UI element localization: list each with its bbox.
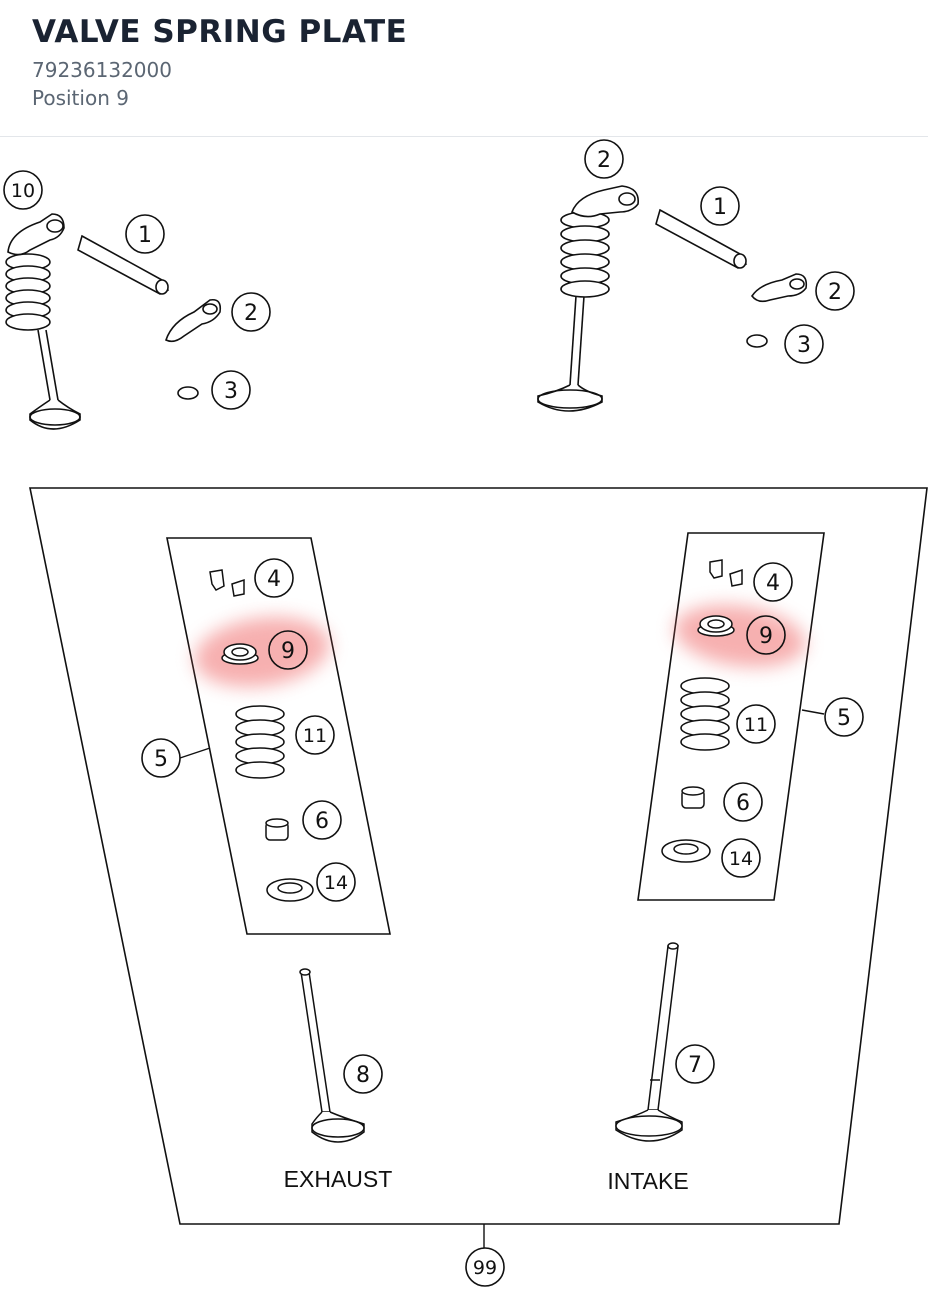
callout-9-left[interactable]: 9 — [268, 630, 308, 670]
callout-11-right[interactable]: 11 — [736, 704, 776, 744]
exhaust-valve — [299, 968, 365, 1143]
svg-text:1: 1 — [713, 195, 727, 220]
svg-text:8: 8 — [356, 1063, 370, 1088]
callout-1-left[interactable]: 1 — [125, 214, 165, 254]
svg-text:6: 6 — [736, 791, 750, 816]
callout-6-left[interactable]: 6 — [302, 800, 342, 840]
intake-spring — [560, 211, 610, 298]
svg-text:9: 9 — [281, 639, 295, 664]
valve-spring-left — [235, 705, 285, 779]
svg-text:7: 7 — [688, 1053, 702, 1078]
callout-6-right[interactable]: 6 — [723, 782, 763, 822]
callout-14-left[interactable]: 14 — [316, 862, 356, 902]
svg-text:9: 9 — [759, 624, 773, 649]
svg-text:14: 14 — [324, 872, 348, 894]
callout-7[interactable]: 7 — [675, 1044, 715, 1084]
shim-right — [746, 334, 768, 348]
exhaust-kit-parts — [209, 569, 314, 902]
svg-text:3: 3 — [224, 379, 238, 404]
intake-valve-assembly — [537, 185, 639, 412]
intake-label: INTAKE — [607, 1168, 688, 1194]
svg-text:3: 3 — [797, 333, 811, 358]
intake-kit-frame — [637, 532, 825, 901]
svg-text:4: 4 — [766, 571, 780, 596]
rocker-shaft-right — [655, 208, 748, 269]
svg-text:2: 2 — [244, 301, 258, 326]
svg-text:6: 6 — [315, 809, 329, 834]
callout-5-right[interactable]: 5 — [824, 697, 864, 737]
exhaust-valve-assembly — [5, 213, 81, 430]
svg-text:5: 5 — [837, 706, 851, 731]
svg-text:2: 2 — [828, 280, 842, 305]
callout-1-right[interactable]: 1 — [700, 186, 740, 226]
svg-text:4: 4 — [267, 567, 281, 592]
intake-kit-parts — [661, 559, 743, 863]
callout-10[interactable]: 10 — [3, 170, 43, 210]
callout-5-left[interactable]: 5 — [141, 738, 181, 778]
callout-11-left[interactable]: 11 — [295, 715, 335, 755]
intake-valve — [615, 942, 683, 1142]
spring-plate-right — [697, 615, 735, 637]
callout-4-left[interactable]: 4 — [254, 558, 294, 598]
callout-2-top-right[interactable]: 2 — [584, 139, 624, 179]
svg-text:2: 2 — [597, 148, 611, 173]
shim-left — [177, 386, 199, 400]
valve-seal-right — [681, 786, 705, 809]
callout-4-right[interactable]: 4 — [753, 562, 793, 602]
svg-text:10: 10 — [11, 180, 35, 202]
callout-3-left[interactable]: 3 — [211, 370, 251, 410]
part-header: VALVE SPRING PLATE 79236132000 Position … — [0, 0, 928, 137]
callout-14-right[interactable]: 14 — [721, 838, 761, 878]
rocker-arm-left — [165, 298, 222, 343]
valve-seal-left — [265, 818, 289, 841]
highlight-left — [194, 617, 330, 687]
callout-99[interactable]: 99 — [465, 1247, 505, 1287]
svg-text:11: 11 — [744, 714, 768, 736]
spring-plate-left — [221, 643, 259, 665]
callout-3-right[interactable]: 3 — [784, 324, 824, 364]
callout-2-left[interactable]: 2 — [231, 292, 271, 332]
svg-text:1: 1 — [138, 223, 152, 248]
kit-frame — [29, 487, 928, 1225]
page-title: VALVE SPRING PLATE — [32, 14, 408, 50]
rocker-shaft-left — [77, 234, 170, 295]
exhaust-spring — [5, 253, 51, 331]
svg-text:11: 11 — [303, 725, 327, 747]
valve-spring-right — [680, 677, 730, 751]
exhaust-kit-frame — [166, 537, 391, 935]
washer-right — [661, 839, 711, 863]
exhaust-label: EXHAUST — [284, 1166, 393, 1192]
svg-text:99: 99 — [473, 1257, 497, 1279]
callout-8[interactable]: 8 — [343, 1054, 383, 1094]
svg-text:14: 14 — [729, 848, 753, 870]
rocker-arm-right — [751, 273, 808, 303]
position-label: Position 9 — [32, 86, 129, 110]
callout-9-right[interactable]: 9 — [746, 615, 786, 655]
callout-2-right[interactable]: 2 — [815, 271, 855, 311]
part-number: 79236132000 — [32, 58, 172, 82]
highlight-right — [674, 604, 806, 668]
svg-text:5: 5 — [154, 747, 168, 772]
washer-left — [266, 878, 314, 902]
